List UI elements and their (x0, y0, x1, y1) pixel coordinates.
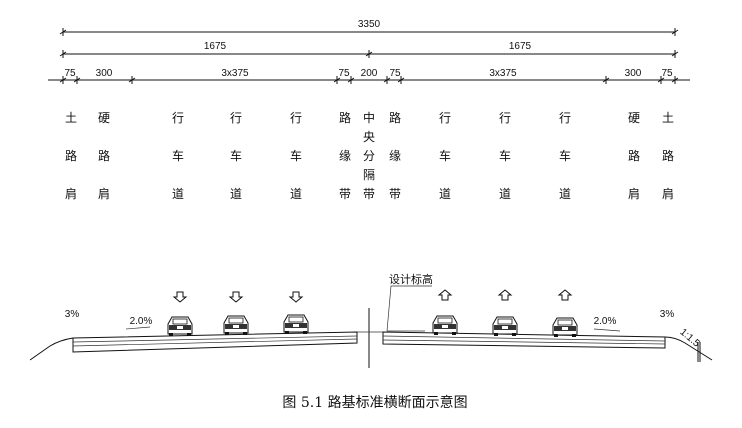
zone-label-median: 带 (363, 187, 375, 201)
dim-half-left: 1675 (204, 41, 227, 52)
zone-label-lane: 道 (230, 187, 242, 201)
zone-label-earth-shoulder: 土 (662, 111, 674, 125)
zone-label-earth-shoulder: 肩 (65, 186, 77, 201)
zone-label-lane: 行 (290, 111, 302, 125)
car-icon (552, 317, 578, 337)
car-icon (492, 316, 518, 336)
slope-left-road: 2.0% (130, 316, 153, 327)
vehicles (167, 289, 578, 337)
zone-label-lane: 行 (172, 111, 184, 125)
arrow-up-icon (497, 289, 513, 301)
zone-label-lane: 道 (439, 187, 451, 201)
segment-dim-label: 200 (361, 68, 378, 79)
zone-label-edge-strip: 缘 (389, 149, 401, 163)
road-section (29, 285, 713, 368)
arrow-up-icon (557, 289, 573, 301)
car-icon (432, 315, 458, 335)
zone-label-edge-strip: 路 (389, 110, 401, 125)
car-icon (283, 314, 309, 334)
zone-label-lane: 道 (172, 187, 184, 201)
zone-label-hard-shoulder: 肩 (628, 186, 640, 201)
figure-caption: 图 5.1 路基标准横断面示意图 (282, 394, 467, 411)
zone-labels: 土路肩硬路肩行车道行车道行车道路缘带中央分隔带路缘带行车道行车道行车道硬路肩土路… (65, 110, 674, 201)
zone-label-earth-shoulder: 土 (65, 111, 77, 125)
arrow-up-icon (437, 289, 453, 301)
zone-label-lane: 行 (559, 111, 571, 125)
segment-dim-label: 3x375 (221, 68, 249, 79)
zone-label-earth-shoulder: 肩 (662, 186, 674, 201)
zone-label-edge-strip: 带 (389, 187, 401, 201)
segment-dim-label: 300 (96, 68, 113, 79)
zone-label-lane: 车 (172, 148, 184, 163)
zone-label-median: 分 (363, 149, 375, 163)
zone-label-hard-shoulder: 硬 (98, 111, 110, 125)
zone-label-edge-strip: 缘 (339, 149, 351, 163)
zone-label-hard-shoulder: 硬 (628, 111, 640, 125)
arrow-down-icon (172, 291, 188, 303)
zone-label-hard-shoulder: 肩 (98, 186, 110, 201)
zone-label-lane: 行 (439, 111, 451, 125)
zone-label-lane: 车 (559, 148, 571, 163)
slope-left-shoulder: 3% (65, 309, 80, 320)
car-icon (223, 315, 249, 335)
zone-label-lane: 车 (439, 148, 451, 163)
segment-dimension-labels: 75 300 3x375 75 200 75 3x375 300 75 (64, 68, 673, 79)
zone-label-earth-shoulder: 路 (662, 148, 674, 163)
segment-dim-label: 75 (64, 68, 76, 79)
car-icon (167, 316, 193, 336)
zone-label-hard-shoulder: 路 (628, 148, 640, 163)
zone-label-median: 中 (363, 110, 375, 125)
segment-dim-label: 300 (625, 68, 642, 79)
arrow-down-icon (288, 291, 304, 303)
zone-label-lane: 道 (499, 187, 511, 201)
dim-total: 3350 (358, 19, 381, 30)
zone-label-edge-strip: 带 (339, 187, 351, 201)
dimension-lines (48, 28, 690, 84)
zone-label-earth-shoulder: 路 (65, 148, 77, 163)
arrow-down-icon (228, 291, 244, 303)
zone-label-edge-strip: 路 (339, 110, 351, 125)
dim-half-right: 1675 (509, 41, 532, 52)
zone-label-lane: 行 (499, 111, 511, 125)
zone-label-lane: 道 (559, 187, 571, 201)
slope-right-shoulder: 3% (660, 309, 675, 320)
zone-label-lane: 车 (290, 148, 302, 163)
segment-dim-label: 75 (389, 68, 401, 79)
zone-label-lane: 车 (230, 148, 242, 163)
zone-label-median: 央 (363, 130, 375, 144)
zone-label-lane: 行 (230, 111, 242, 125)
slope-right-road: 2.0% (594, 316, 617, 327)
zone-label-lane: 车 (499, 148, 511, 163)
zone-label-lane: 道 (290, 187, 302, 201)
segment-dim-label: 75 (338, 68, 350, 79)
zone-label-median: 隔 (363, 168, 375, 182)
segment-dim-label: 3x375 (489, 68, 517, 79)
segment-dim-label: 75 (661, 68, 673, 79)
zone-label-hard-shoulder: 路 (98, 148, 110, 163)
design-elevation-label: 设计标高 (389, 272, 433, 286)
